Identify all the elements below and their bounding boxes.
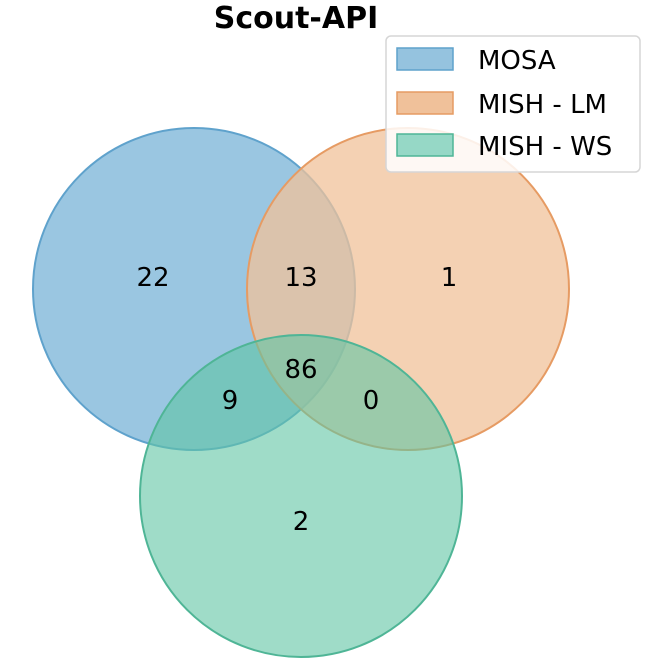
region-mish-lm-mish-ws: 0 [363,386,380,416]
legend-swatch-mish-ws [396,133,454,157]
region-mish-lm-only: 1 [441,263,458,293]
legend-label-mish-lm: MISH - LM [478,90,607,120]
region-mish-ws-only: 2 [293,507,310,537]
set-circle-mish-ws [139,334,463,658]
region-mosa-only: 22 [136,263,169,293]
region-mosa-mish-lm: 13 [284,263,317,293]
chart-title: Scout-API [214,1,379,36]
region-mosa-mish-ws: 9 [222,386,239,416]
region-all-three: 86 [284,355,317,385]
legend-swatch-mish-lm [396,91,454,115]
legend-label-mosa: MOSA [478,46,556,76]
legend-swatch-mosa [396,47,454,71]
legend: MOSA MISH - LM MISH - WS [385,35,641,173]
legend-label-mish-ws: MISH - WS [478,132,612,162]
